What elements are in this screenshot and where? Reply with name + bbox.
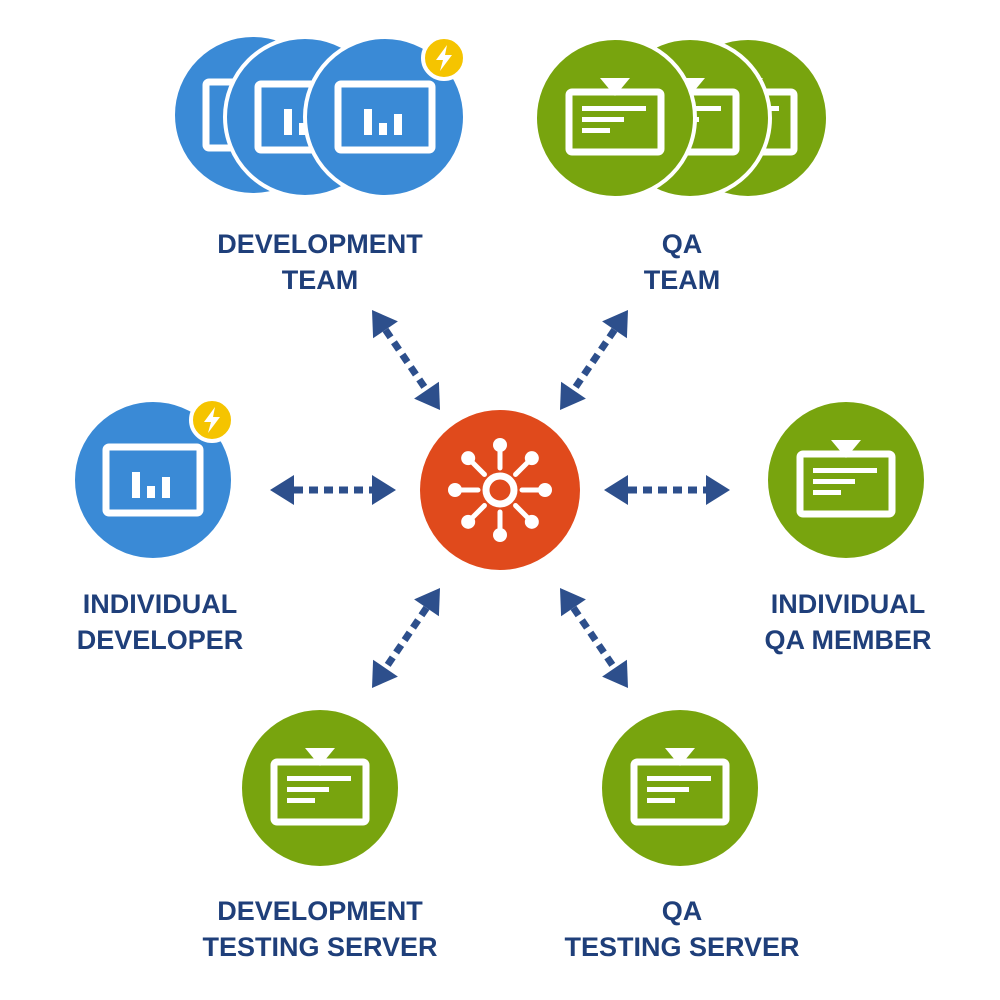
- checklist-clipboard-icon: [796, 440, 896, 518]
- network-hub-icon: [420, 410, 580, 570]
- bidirectional-arrow-individual-qa-member: [604, 475, 730, 505]
- checklist-clipboard-icon: [630, 748, 730, 826]
- bidirectional-arrow-qa-testing-server: [560, 588, 628, 688]
- dashboard-chart-icon: [102, 443, 204, 517]
- bidirectional-arrow-development-testing-server: [372, 588, 440, 688]
- checklist-clipboard-icon: [270, 748, 370, 826]
- individual-qa-member-circle: [764, 398, 928, 562]
- qa-testing-server-circle: [598, 706, 762, 870]
- development-testing-server-circle: [238, 706, 402, 870]
- qa-team-circle-front: [533, 36, 697, 200]
- individual-developer-circle: [71, 398, 235, 562]
- dashboard-chart-icon: [334, 80, 436, 154]
- bidirectional-arrow-qa-team: [560, 310, 628, 410]
- bidirectional-arrow-individual-developer: [270, 475, 396, 505]
- development-team-circle-front: [303, 35, 467, 199]
- bidirectional-arrow-development-team: [372, 310, 440, 410]
- lightning-bolt-icon: [421, 35, 467, 81]
- lightning-bolt-icon: [189, 397, 235, 443]
- checklist-clipboard-icon: [565, 78, 665, 156]
